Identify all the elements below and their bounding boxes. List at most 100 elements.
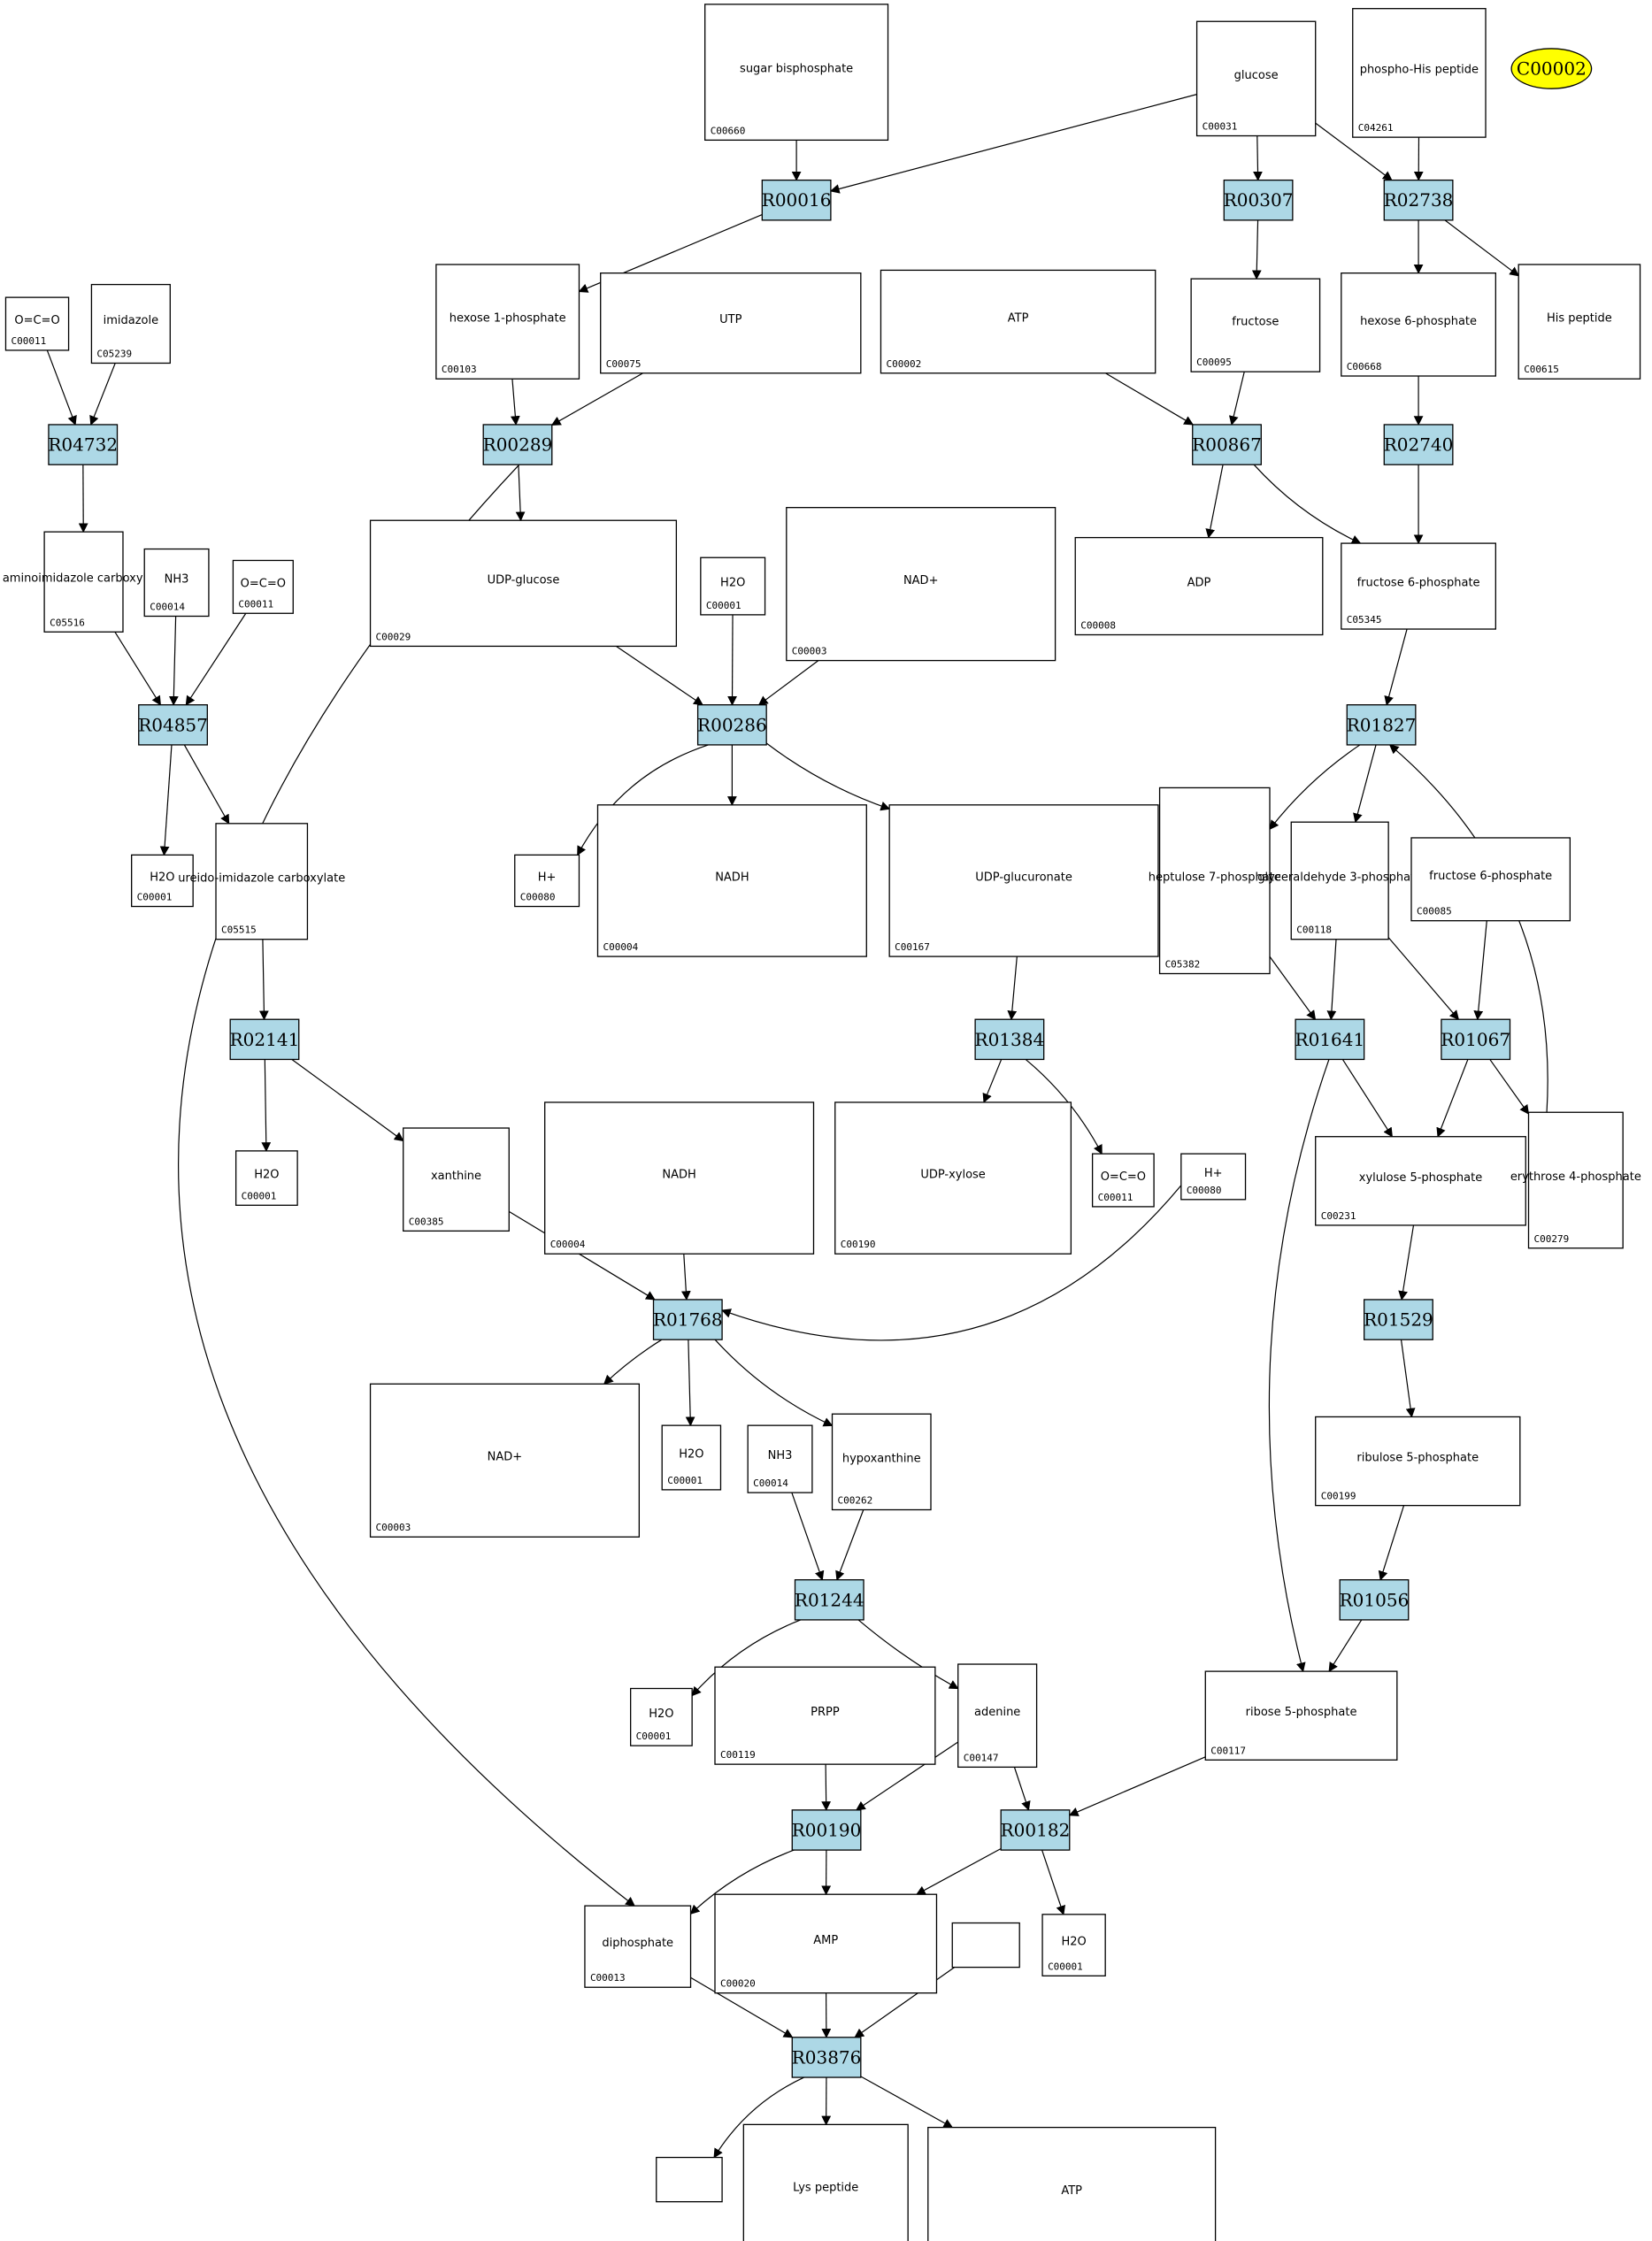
- compound-c00080a[interactable]: H+C00080: [514, 854, 580, 908]
- compound-box[interactable]: [831, 1413, 932, 1511]
- reaction-R00016[interactable]: R00016: [761, 179, 832, 221]
- reaction-box[interactable]: [1000, 1809, 1071, 1851]
- reaction-R00190[interactable]: R00190: [791, 1809, 862, 1851]
- highlight-ellipse[interactable]: C00002: [1510, 48, 1593, 89]
- reaction-box[interactable]: [1223, 179, 1294, 221]
- compound-box[interactable]: [1074, 536, 1324, 636]
- highlight-shape[interactable]: [1510, 48, 1593, 89]
- compound-box[interactable]: [661, 1424, 722, 1491]
- compound-box[interactable]: [1195, 20, 1317, 137]
- compound-box[interactable]: [1410, 837, 1571, 922]
- reaction-R04857[interactable]: R04857: [138, 704, 208, 746]
- compound-blank1[interactable]: [951, 1922, 1020, 1969]
- reaction-R02738[interactable]: R02738: [1383, 179, 1454, 221]
- compound-box[interactable]: [714, 1666, 936, 1765]
- reaction-box[interactable]: [229, 1018, 300, 1061]
- compound-box[interactable]: [369, 519, 678, 648]
- compound-box[interactable]: [700, 556, 766, 616]
- compound-box[interactable]: [1041, 1914, 1106, 1976]
- compound-box[interactable]: [742, 2123, 909, 2241]
- compound-c00003b[interactable]: NAD+C00003: [369, 1383, 641, 1538]
- reaction-R02740[interactable]: R02740: [1383, 424, 1454, 465]
- compound-box[interactable]: [888, 804, 1159, 957]
- compound-c00003a[interactable]: NAD+C00003: [786, 507, 1057, 662]
- compound-box[interactable]: [714, 1893, 938, 1994]
- compound-box[interactable]: [630, 1687, 693, 1746]
- reaction-R01244[interactable]: R01244: [794, 1579, 864, 1621]
- reaction-box[interactable]: [138, 704, 208, 746]
- reaction-R01067[interactable]: R01067: [1441, 1018, 1511, 1061]
- reaction-box[interactable]: [791, 2037, 862, 2078]
- reaction-box[interactable]: [1441, 1018, 1511, 1061]
- compound-c02188[interactable]: Lys peptideC02188: [742, 2123, 909, 2241]
- reaction-box[interactable]: [1192, 424, 1262, 465]
- compound-box[interactable]: [43, 531, 124, 633]
- compound-box[interactable]: [215, 823, 309, 940]
- compound-box[interactable]: [1315, 1416, 1521, 1507]
- reaction-box[interactable]: [1339, 1579, 1410, 1621]
- compound-blank2[interactable]: [656, 2156, 723, 2203]
- compound-box[interactable]: [1180, 1153, 1247, 1201]
- reaction-R01827[interactable]: R01827: [1346, 704, 1417, 746]
- reaction-box[interactable]: [1295, 1018, 1365, 1061]
- compound-box[interactable]: [704, 4, 889, 142]
- reaction-R01768[interactable]: R01768: [652, 1299, 723, 1340]
- compound-box[interactable]: [600, 272, 862, 374]
- reaction-box[interactable]: [1364, 1299, 1433, 1340]
- compound-box[interactable]: [1315, 1136, 1526, 1226]
- compound-box[interactable]: [403, 1127, 510, 1232]
- compound-box[interactable]: [957, 1663, 1038, 1769]
- compound-box[interactable]: [234, 1150, 298, 1206]
- reaction-box[interactable]: [974, 1018, 1045, 1061]
- reaction-box[interactable]: [761, 179, 832, 221]
- reaction-box[interactable]: [791, 1809, 862, 1851]
- reaction-box[interactable]: [48, 424, 119, 465]
- compound-box[interactable]: [1352, 8, 1487, 138]
- compound-box[interactable]: [1518, 264, 1641, 380]
- reaction-R00182[interactable]: R00182: [1000, 1809, 1071, 1851]
- compound-box[interactable]: [1190, 278, 1321, 372]
- reaction-R01056[interactable]: R01056: [1339, 1579, 1410, 1621]
- compound-box[interactable]: [1341, 272, 1496, 377]
- compound-box[interactable]: [596, 804, 867, 957]
- compound-box[interactable]: [1290, 821, 1389, 940]
- compound-box[interactable]: [435, 264, 580, 380]
- compound-box[interactable]: [514, 854, 580, 908]
- compound-box[interactable]: [131, 854, 194, 908]
- reaction-box[interactable]: [1383, 424, 1454, 465]
- compound-box[interactable]: [232, 559, 294, 614]
- reaction-R01384[interactable]: R01384: [974, 1018, 1045, 1061]
- reaction-R00867[interactable]: R00867: [1192, 424, 1262, 465]
